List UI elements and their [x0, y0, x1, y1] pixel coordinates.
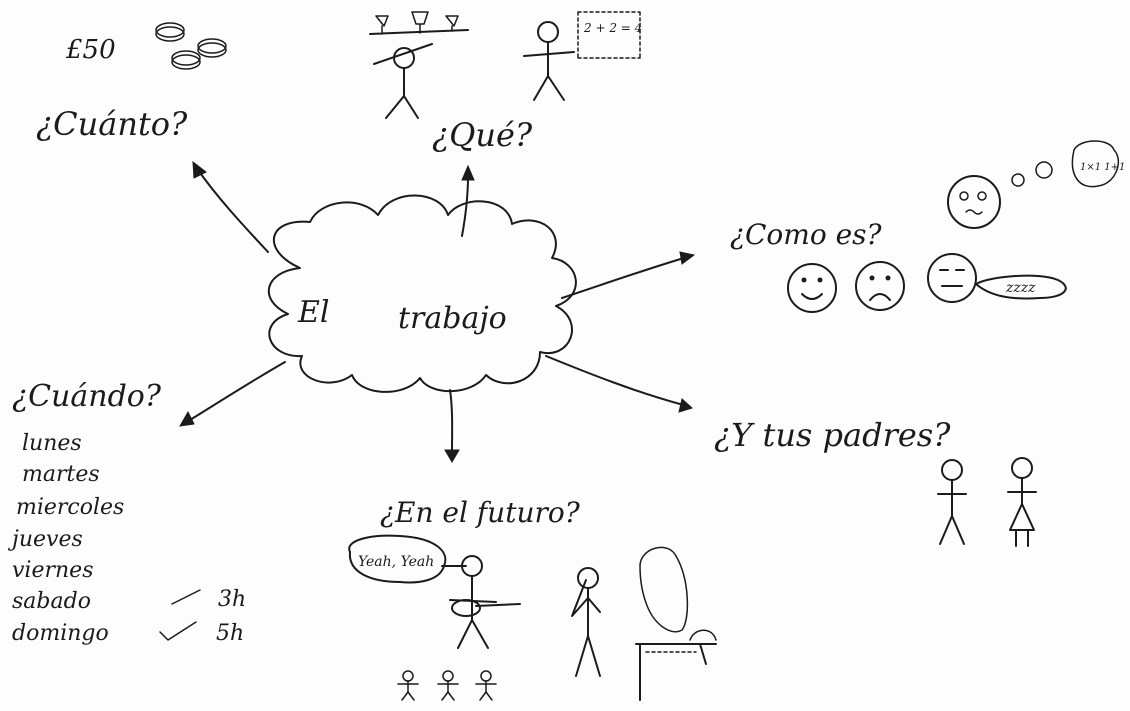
day-item: miercoles: [16, 495, 124, 520]
day-item: viernes: [12, 558, 93, 583]
day-item: martes: [22, 462, 100, 487]
central-cloud: [267, 194, 577, 393]
board-equation: 2 + 2 = 4: [583, 21, 642, 35]
coins-icon: [155, 22, 227, 70]
teacher-icon: [523, 11, 641, 101]
day-item: lunes: [22, 431, 82, 456]
sabado-hours: 3h: [218, 587, 246, 612]
guitarist-icon: [449, 555, 521, 649]
day-item: sabado: [12, 589, 91, 614]
confused-face-icon: [947, 140, 1119, 229]
center-word-el: El: [297, 295, 330, 330]
day-item: domingo: [12, 621, 109, 646]
tick-mark: [159, 621, 197, 641]
arrow-cuanto: [192, 160, 269, 253]
arrow-cuando: [179, 361, 286, 427]
weekdays-list: lunes martes miercoles jueves viernes sa…: [7, 431, 124, 646]
question-cuanto: ¿Cuánto?: [36, 105, 188, 143]
domingo-hours: 5h: [216, 621, 244, 646]
desk-writer-icon: [635, 546, 717, 701]
sad-face-icon: [855, 261, 905, 311]
thinker-icon: [571, 567, 601, 677]
arrow-que: [461, 164, 475, 237]
arrow-futuro: [444, 389, 460, 463]
waiter-icon: [369, 11, 469, 119]
mother-icon: [1007, 457, 1037, 547]
tick-mark: [171, 589, 201, 605]
happy-face-icon: [787, 263, 837, 313]
question-futuro: ¿En el futuro?: [380, 496, 581, 529]
question-como: ¿Como es?: [730, 218, 883, 251]
center-word-trabajo: trabajo: [398, 301, 507, 336]
sleep-speech: zzzz: [1005, 280, 1036, 296]
sleepy-face-icon: [927, 253, 1067, 303]
question-que: ¿Qué?: [432, 116, 533, 154]
question-padres: ¿Y tus padres?: [714, 416, 951, 454]
yeah-speech: Yeah, Yeah: [358, 554, 434, 570]
amount-label: £50: [65, 35, 116, 65]
thought-math: 1×1 1+1: [1080, 162, 1125, 173]
father-icon: [937, 459, 967, 545]
question-cuando: ¿Cuándo?: [12, 379, 162, 414]
audience-icons: [397, 670, 497, 701]
arrow-padres: [545, 355, 693, 413]
arrow-como: [561, 251, 696, 299]
day-item: jueves: [7, 527, 83, 552]
